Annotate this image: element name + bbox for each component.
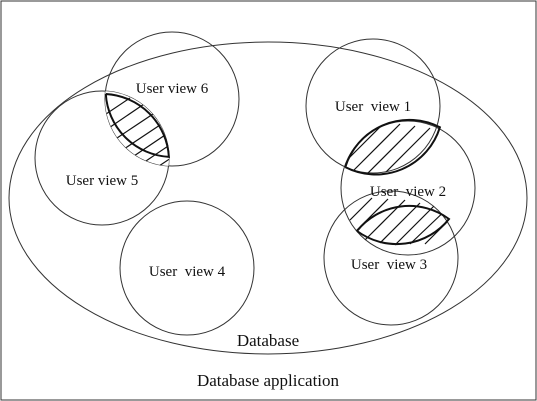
user-view-2-circle <box>340 120 476 256</box>
user-view-1-circle <box>305 38 441 174</box>
database-ellipse <box>8 41 528 355</box>
user-view-5-label: User view 5 <box>66 173 138 189</box>
caption: Database application <box>197 371 340 390</box>
user-view-1-label: User view 1 <box>335 99 411 115</box>
user-view-4-label: User view 4 <box>149 264 226 280</box>
user-view-3-circle <box>323 190 459 326</box>
user-view-3-label: User view 3 <box>351 257 427 273</box>
overlap-edge-1-2 <box>344 118 442 176</box>
overlap-edge-2-3 <box>356 204 451 246</box>
user-view-6-label: User view 6 <box>136 81 209 97</box>
user-view-4-circle <box>119 200 255 336</box>
user-view-2-label: User view 2 <box>370 184 446 200</box>
overlap-view-6-5 <box>105 91 169 166</box>
overlap-edge-6-5 <box>104 93 170 158</box>
database-label: Database <box>237 331 299 350</box>
